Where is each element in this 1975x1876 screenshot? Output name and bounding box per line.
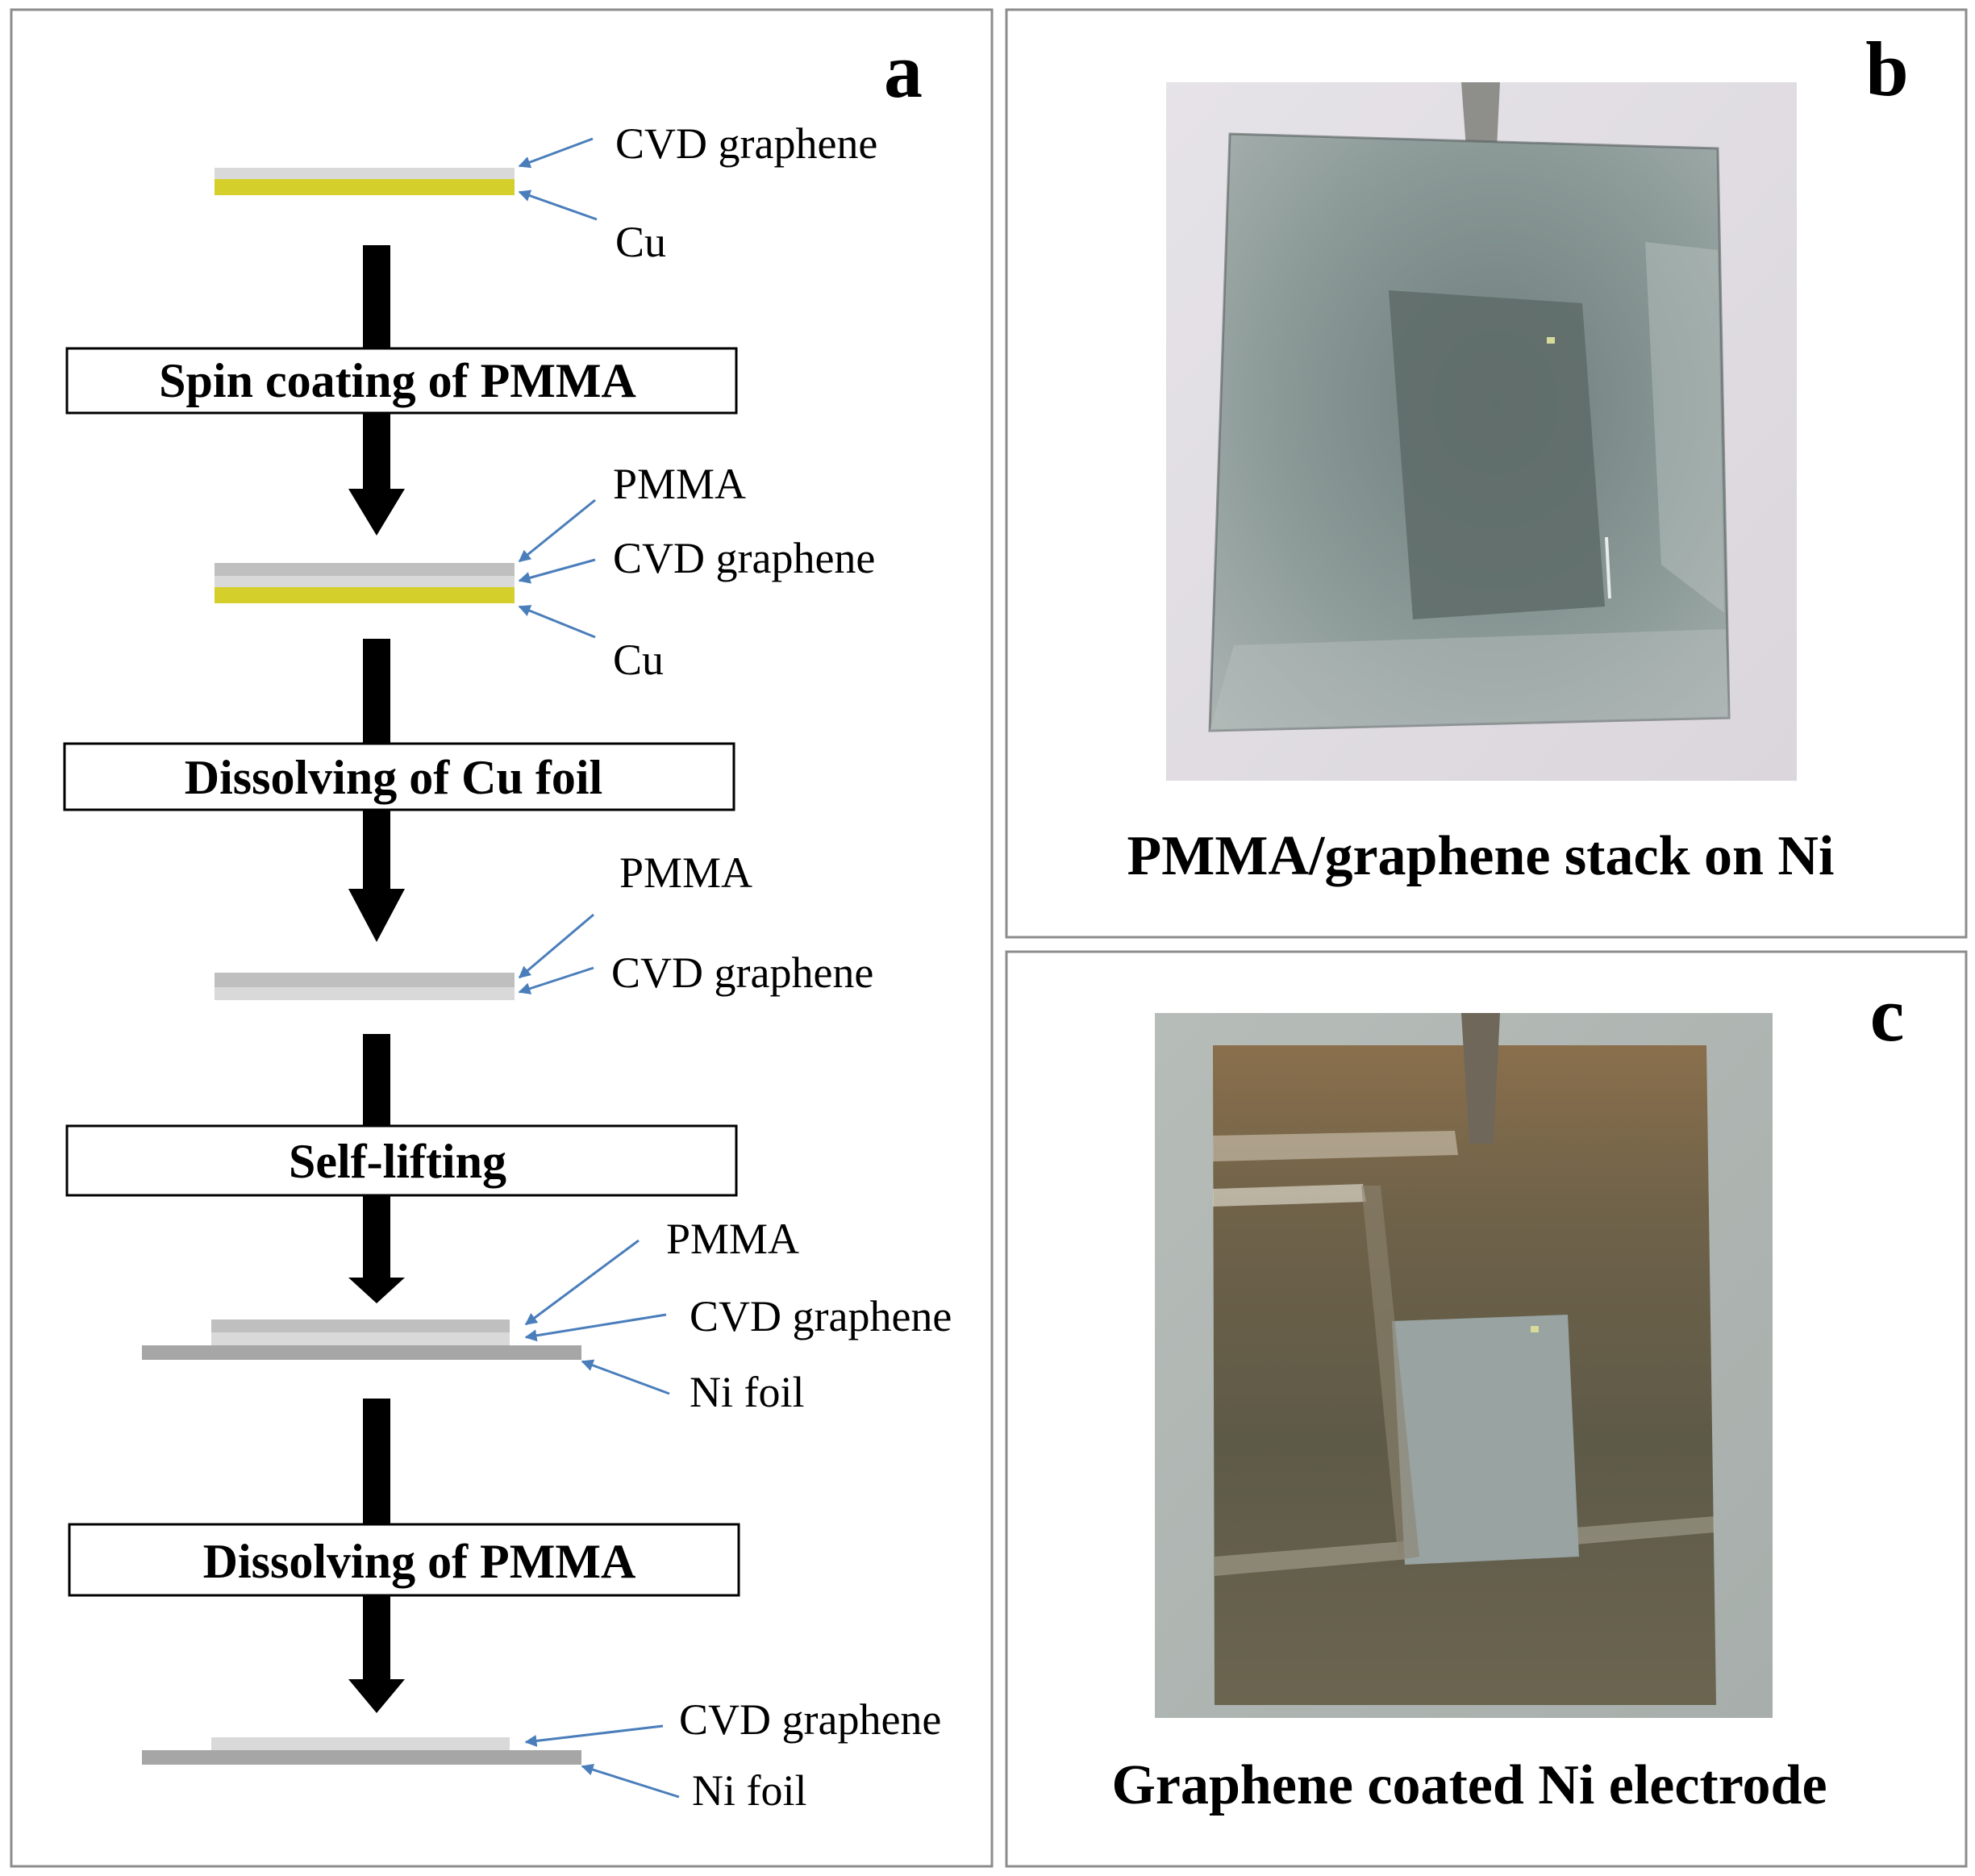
label-pmma: PMMA	[613, 460, 746, 508]
ni-foil-layer	[142, 1345, 581, 1360]
pmma-layer	[215, 563, 515, 576]
stage-4-stack	[142, 1319, 581, 1360]
pointer-arrow	[518, 558, 596, 584]
step-label-self-lifting: Self-lifting	[289, 1135, 506, 1188]
step-label-dissolving-pmma: Dissolving of PMMA	[203, 1535, 636, 1588]
step-box	[65, 347, 738, 415]
stage-5-stack	[142, 1737, 581, 1765]
label-pmma: PMMA	[619, 848, 752, 897]
label-cvd-graphene: CVD graphene	[679, 1695, 941, 1744]
panel-b-letter: b	[1865, 26, 1908, 112]
pointer-arrow	[581, 1359, 670, 1395]
label-cvd-graphene: CVD graphene	[615, 119, 877, 168]
graphene-layer	[215, 576, 515, 587]
pointer-arrow	[524, 1313, 667, 1342]
label-pmma: PMMA	[666, 1215, 799, 1263]
pointer-arrow	[524, 1724, 664, 1747]
step-label-dissolving-cu: Dissolving of Cu foil	[185, 751, 602, 804]
graphene-layer	[215, 168, 515, 179]
step-box	[65, 1124, 738, 1197]
cu-layer	[215, 179, 515, 195]
flow-arrow	[348, 639, 405, 942]
step-label-spin-coating: Spin coating of PMMA	[159, 354, 636, 407]
stage-1-stack	[215, 168, 515, 195]
pointer-arrow	[581, 1763, 680, 1799]
photo-pmma-graphene-on-ni	[1166, 82, 1797, 781]
cu-layer	[215, 587, 515, 603]
step-box	[63, 742, 735, 811]
step-box	[68, 1523, 740, 1597]
stage-3-stack	[215, 973, 515, 1000]
panel-b-caption: PMMA/graphene stack on Ni	[1127, 825, 1835, 887]
ni-foil-layer	[142, 1750, 581, 1765]
label-cvd-graphene: CVD graphene	[613, 534, 875, 582]
pointer-arrow	[518, 913, 594, 979]
panel-c-letter: c	[1870, 971, 1905, 1057]
graphene-layer	[215, 987, 515, 1000]
stage-2-stack	[215, 563, 515, 603]
label-cvd-graphene: CVD graphene	[690, 1292, 952, 1340]
panel-a-letter: a	[884, 27, 923, 114]
pointer-arrow	[518, 966, 594, 994]
photo-graphene-coated-ni	[1155, 1013, 1773, 1718]
label-cu: Cu	[613, 636, 664, 684]
pmma-layer	[215, 973, 515, 987]
graphene-layer	[211, 1332, 510, 1345]
flow-arrow	[348, 245, 405, 536]
pointer-arrow	[518, 498, 596, 563]
pointer-arrow	[518, 137, 594, 169]
flow-arrow	[348, 1034, 405, 1303]
pointer-arrow	[518, 190, 598, 221]
label-ni-foil: Ni foil	[690, 1368, 805, 1416]
pmma-layer	[211, 1319, 510, 1332]
panel-c-caption: Graphene coated Ni electrode	[1111, 1754, 1827, 1816]
graphene-layer	[211, 1737, 510, 1750]
pointer-arrow	[524, 1239, 640, 1326]
pointer-arrow	[518, 605, 596, 639]
label-cvd-graphene: CVD graphene	[611, 948, 873, 997]
label-ni-foil: Ni foil	[692, 1766, 807, 1815]
flow-arrow	[348, 1399, 405, 1713]
label-cu: Cu	[615, 218, 666, 266]
